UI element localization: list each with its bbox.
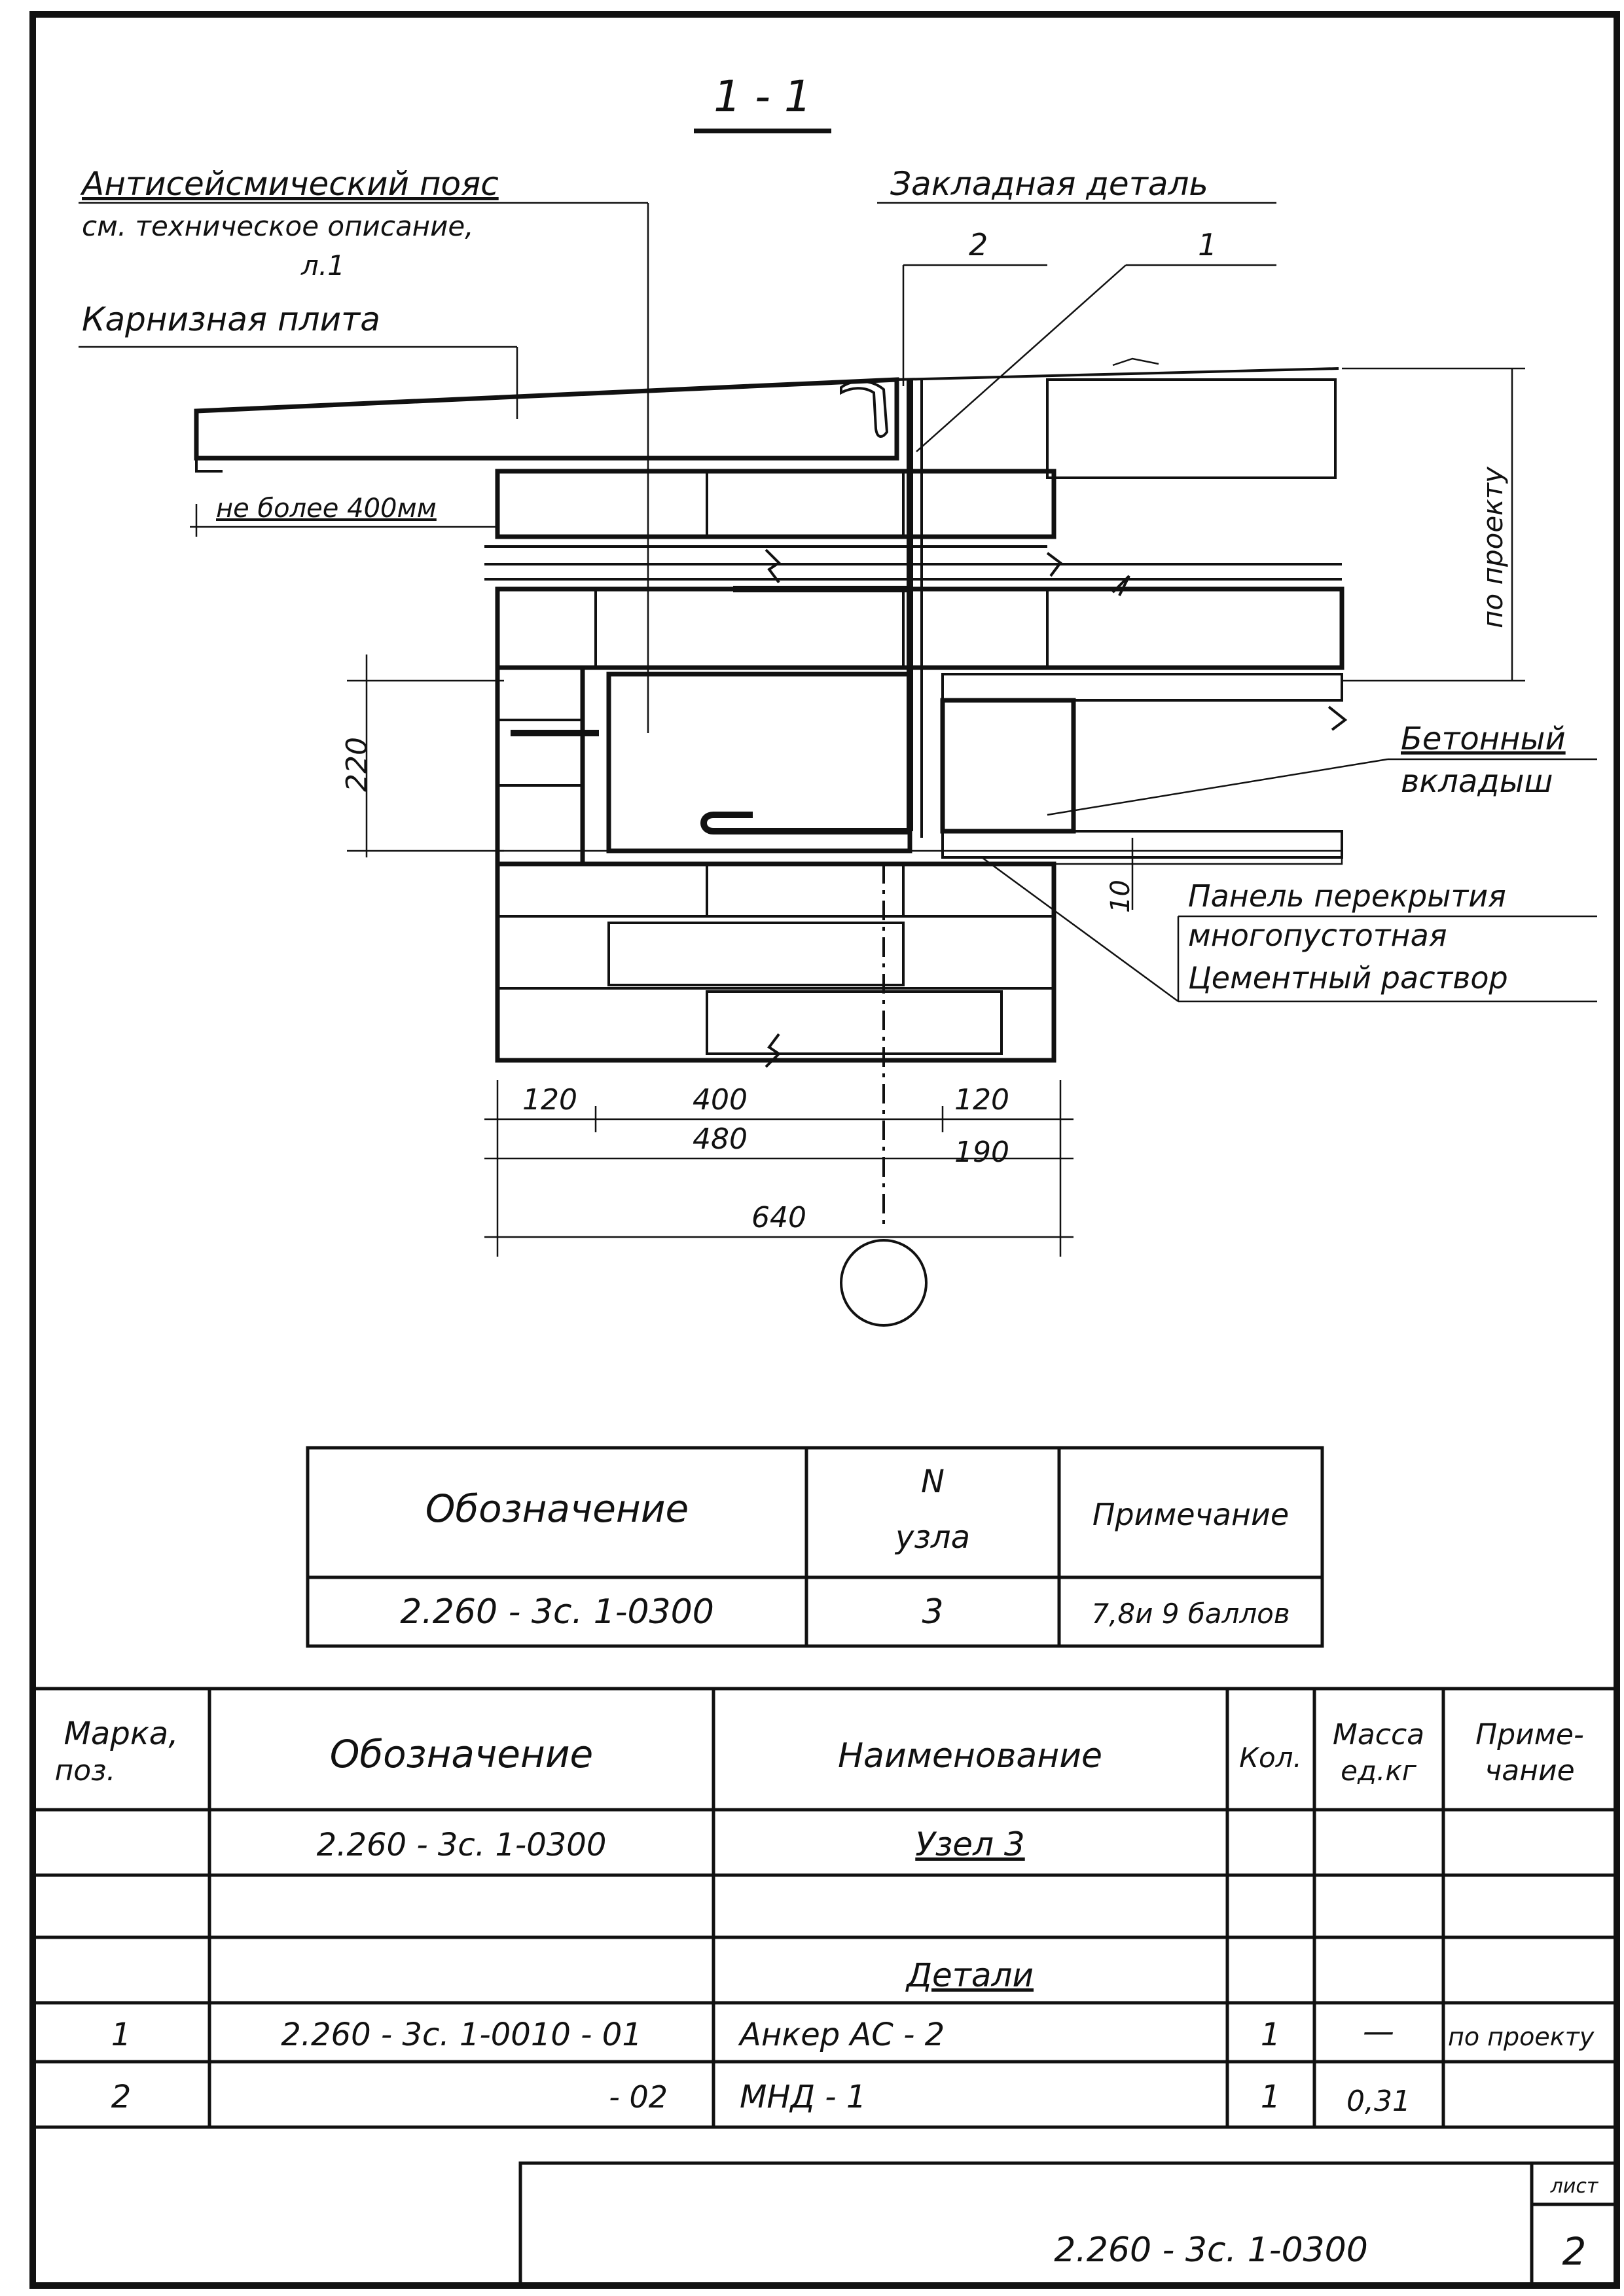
section-title: 1 - 1 bbox=[713, 71, 812, 122]
label-floor-panel-2: многопустотная bbox=[1188, 918, 1447, 953]
label-cornice-slab: Карнизная плита bbox=[82, 300, 380, 338]
node-row-note: 7,8и 9 баллов bbox=[1091, 1598, 1290, 1630]
title-block-sheet-label: лист bbox=[1550, 2175, 1599, 2198]
dim-10: 10 bbox=[1106, 880, 1136, 913]
label-pos-1: 1 bbox=[1198, 227, 1217, 262]
floor-panel-bottom bbox=[941, 830, 1343, 859]
spec-header-mark-2: поз. bbox=[54, 1754, 115, 1787]
spec-header-mass-2: ед.кг bbox=[1341, 1755, 1417, 1787]
dim-480: 480 bbox=[693, 1122, 748, 1156]
label-floor-panel-1: Панель перекрытия bbox=[1188, 878, 1506, 914]
spec-header-note-2: чание bbox=[1485, 1754, 1574, 1787]
spec-row-note: по проекту bbox=[1448, 2022, 1595, 2051]
node-header-note: Примечание bbox=[1092, 1497, 1289, 1532]
spec-header-designation: Обозначение bbox=[330, 1732, 593, 1776]
label-see-description: см. техническое описание, bbox=[82, 210, 474, 242]
node-header-no-2: узла bbox=[894, 1519, 970, 1556]
node-header-designation: Обозначение bbox=[425, 1486, 689, 1531]
label-pos-2: 2 bbox=[969, 227, 988, 262]
section-drawing: 1 - 1 bbox=[79, 71, 1597, 1327]
spec-row-designation: 2.260 - 3с. 1-0300 bbox=[317, 1827, 607, 1863]
node-row-no: 3 bbox=[922, 1592, 943, 1632]
spec-row-mass: — bbox=[1363, 2013, 1394, 2050]
spec-row-name: МНД - 1 bbox=[740, 2079, 866, 2115]
concrete-insert bbox=[940, 698, 1076, 834]
title-block: 2.260 - 3с. 1-0300 лист 2 bbox=[518, 2161, 1619, 2287]
sheet-frame bbox=[29, 11, 1620, 2289]
spec-row-name: Детали bbox=[905, 1956, 1034, 1994]
spec-row-qty: 1 bbox=[1261, 2079, 1281, 2115]
dim-190: 190 bbox=[954, 1136, 1009, 1169]
label-concrete-insert-1: Бетонный bbox=[1401, 721, 1566, 757]
label-sheet-ref: л.1 bbox=[300, 249, 345, 281]
brick-course-1 bbox=[495, 469, 1056, 539]
dim-400: 400 bbox=[693, 1083, 748, 1117]
label-embedded-part: Закладная деталь bbox=[890, 165, 1208, 203]
spec-table: Марка, поз. Обозначение Наименование Кол… bbox=[33, 1687, 1617, 2129]
spec-header-name: Наименование bbox=[838, 1736, 1102, 1776]
axis-marker bbox=[840, 1239, 928, 1327]
label-antiseismic-belt: Антисейсмический пояс bbox=[80, 165, 499, 203]
label-cement-mortar: Цементный раствор bbox=[1188, 960, 1508, 996]
dim-120-right: 120 bbox=[954, 1083, 1009, 1117]
label-not-more: не более 400мм bbox=[216, 493, 437, 524]
dim-120-left: 120 bbox=[522, 1083, 577, 1117]
spec-row-name: Узел 3 bbox=[915, 1825, 1024, 1863]
node-table: Обозначение N узла Примечание 2.260 - 3с… bbox=[306, 1446, 1324, 1648]
label-by-project: по проекту bbox=[1477, 466, 1509, 628]
node-header-no-1: N bbox=[921, 1463, 945, 1500]
cornice-slab bbox=[194, 377, 899, 461]
spec-row-name: Анкер АС - 2 bbox=[738, 2017, 945, 2053]
floor-panel-top bbox=[941, 673, 1343, 702]
spec-header-mass-1: Масса bbox=[1333, 1718, 1424, 1751]
title-block-sheet-no: 2 bbox=[1562, 2229, 1587, 2274]
dim-220: 220 bbox=[340, 737, 374, 792]
node-row-designation: 2.260 - 3с. 1-0300 bbox=[400, 1592, 714, 1632]
brick-course-lower bbox=[495, 861, 1056, 1063]
dim-640: 640 bbox=[751, 1201, 806, 1234]
spec-row-mass: 0,31 bbox=[1346, 2085, 1411, 2118]
spec-header-note-1: Приме- bbox=[1475, 1718, 1584, 1751]
spec-row-designation: - 02 bbox=[609, 2079, 668, 2115]
title-block-code: 2.260 - 3с. 1-0300 bbox=[1054, 2231, 1368, 2270]
label-concrete-insert-2: вкладыш bbox=[1401, 763, 1553, 800]
spec-header-qty: Кол. bbox=[1239, 1742, 1302, 1774]
spec-row-mark: 2 bbox=[111, 2079, 132, 2115]
spec-row-designation: 2.260 - 3с. 1-0010 - 01 bbox=[281, 2017, 642, 2053]
spec-header-mark-1: Марка, bbox=[64, 1715, 179, 1752]
spec-row-mark: 1 bbox=[111, 2017, 132, 2053]
spec-row-qty: 1 bbox=[1261, 2017, 1281, 2053]
